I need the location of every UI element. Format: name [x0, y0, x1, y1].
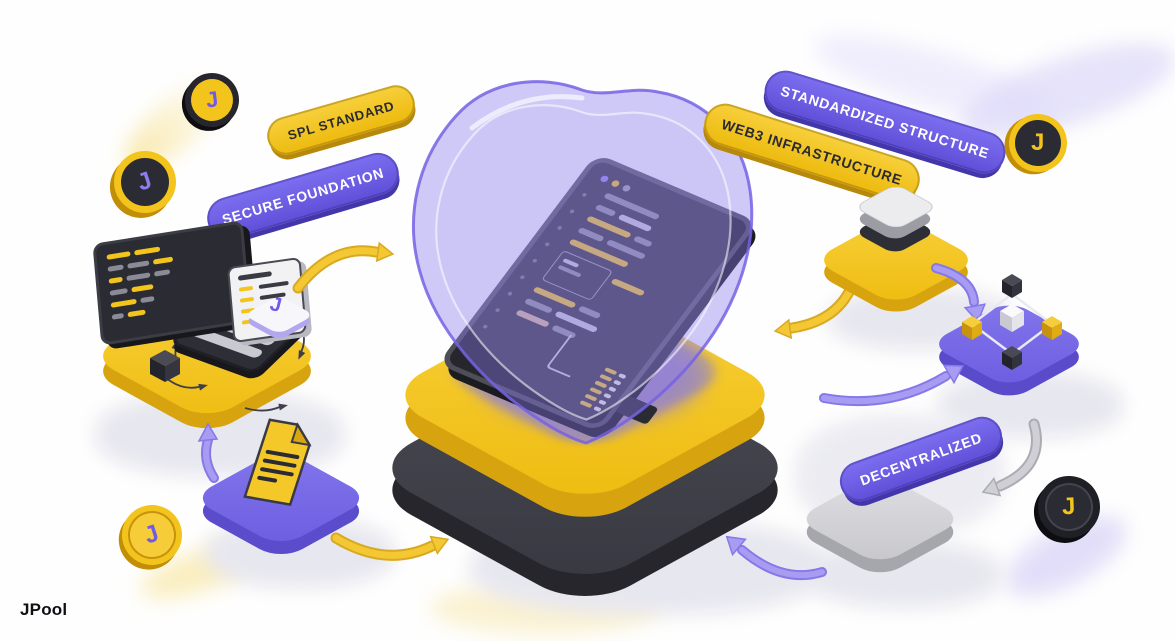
- connector-arrowhead: [198, 383, 208, 391]
- document-fold: [290, 422, 312, 447]
- coin-j-glyph: J: [141, 519, 163, 550]
- network-node-left-cube: [962, 316, 982, 340]
- card-line: [258, 280, 289, 290]
- network-node-right-cube: [1042, 316, 1062, 340]
- connector-line: [244, 405, 283, 412]
- coin-face: J: [186, 74, 238, 126]
- shield-icon: [411, 80, 754, 445]
- arrow-gray-to-center: [725, 535, 827, 581]
- coin-j-glyph: J: [1031, 128, 1045, 156]
- network-link: [971, 293, 1013, 325]
- card-line: [239, 296, 255, 303]
- document-line: [260, 467, 294, 477]
- jpool-logo: JPool: [20, 600, 68, 619]
- document-line: [257, 475, 278, 483]
- connector-arrowhead: [278, 403, 288, 411]
- shield-inner-rim: [435, 104, 732, 421]
- coin-face: J: [124, 507, 180, 563]
- document-line: [265, 449, 300, 460]
- network-link: [1011, 293, 1053, 325]
- arrow-to-gray-platform: [981, 418, 1042, 497]
- shield-highlight: [469, 94, 585, 131]
- network-node-top-cube: [1002, 274, 1022, 298]
- coin-j-glyph: J: [1061, 492, 1077, 521]
- arrow-center-to-network: [819, 364, 965, 407]
- network-nodes-icon: [962, 274, 1062, 370]
- card-line: [238, 285, 254, 292]
- cube-left: [150, 358, 165, 382]
- label-text: SECURE FOUNDATION: [220, 164, 386, 228]
- cube-right: [165, 358, 180, 382]
- card-line: [237, 268, 292, 281]
- coin-face: J: [1040, 478, 1098, 536]
- document-icon: [243, 418, 312, 507]
- coin-j-glyph: J: [204, 86, 220, 113]
- network-node-bottom-cube: [1002, 346, 1022, 370]
- connector-arrowhead: [298, 349, 306, 360]
- connector-line: [165, 377, 203, 389]
- arrow-bl-to-center: [330, 532, 450, 561]
- network-node-center-cube: [1000, 304, 1024, 332]
- arrow-left-to-shield: [292, 241, 395, 294]
- label-text: SPL STANDARD: [285, 97, 397, 143]
- coin-j-glyph: J: [134, 166, 156, 197]
- arrow-bl-up: [197, 422, 219, 483]
- arrow-stack-to-network: [931, 263, 987, 324]
- coin-face: J: [1011, 116, 1065, 170]
- coin-face: J: [116, 153, 174, 211]
- cube-icon: [150, 350, 180, 382]
- document-line: [262, 458, 297, 468]
